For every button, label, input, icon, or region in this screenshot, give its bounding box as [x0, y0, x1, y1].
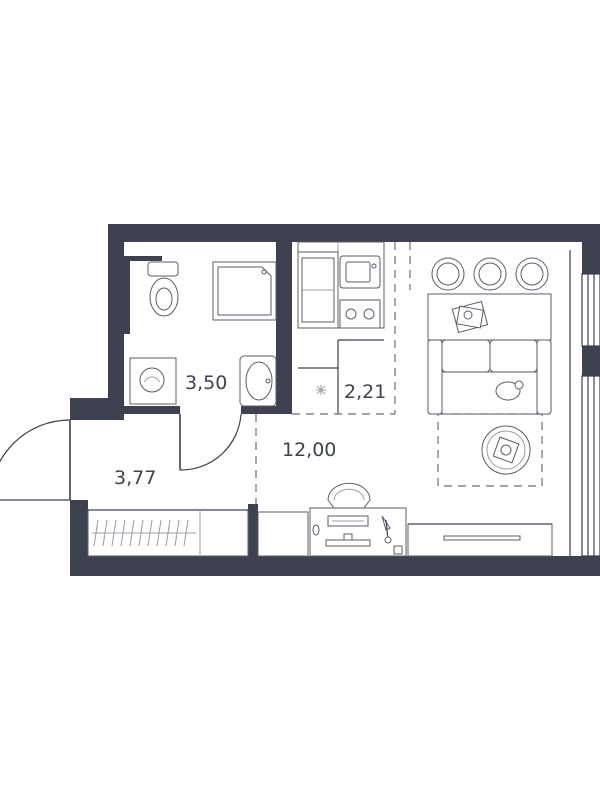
- ceiling-light-icon: [316, 385, 326, 395]
- kitchen-sink-icon: [339, 255, 381, 289]
- entrance-door: [0, 419, 71, 501]
- stool-icon: [515, 257, 549, 291]
- stool-icon: [431, 257, 465, 291]
- stool-icon: [473, 257, 507, 291]
- bathroom-fixtures: [129, 261, 277, 407]
- wardrobe-icon: [87, 509, 249, 557]
- monitor-icon: [325, 533, 371, 547]
- shower-tray-icon: [212, 261, 277, 321]
- mouse-icon: [312, 524, 320, 536]
- walls: [70, 224, 600, 576]
- dining-table: [427, 293, 552, 341]
- kitchen-fixtures: [292, 241, 396, 415]
- coffee-table-icon: [481, 425, 531, 475]
- rug: [437, 413, 543, 487]
- dining-set: [427, 257, 552, 341]
- tray-icon: [451, 300, 489, 334]
- desk: [309, 507, 407, 557]
- stove-icon: [339, 299, 381, 329]
- desk-area: [257, 482, 407, 557]
- hallway-area-label: 3,77: [114, 467, 156, 489]
- window-right: [569, 250, 600, 557]
- bathroom-door: [179, 413, 242, 471]
- sofa-icon: [427, 339, 552, 415]
- kitchen-area-label: 2,21: [344, 381, 386, 403]
- bathroom-area-label: 3,50: [185, 372, 227, 394]
- hangers: [93, 519, 189, 547]
- cat-icon: [495, 380, 524, 401]
- desk-lamp-icon: [381, 515, 403, 555]
- office-chair-icon: [327, 482, 371, 509]
- washing-machine-icon: [129, 357, 177, 405]
- zone-lines: [255, 242, 411, 504]
- keyboard-icon: [327, 515, 369, 527]
- bathroom-sink-icon: [239, 355, 277, 407]
- living-area-label: 12,00: [282, 439, 336, 461]
- fridge-icon: [297, 251, 339, 329]
- toilet-icon: [147, 261, 179, 317]
- tv-stand-icon: [407, 523, 553, 557]
